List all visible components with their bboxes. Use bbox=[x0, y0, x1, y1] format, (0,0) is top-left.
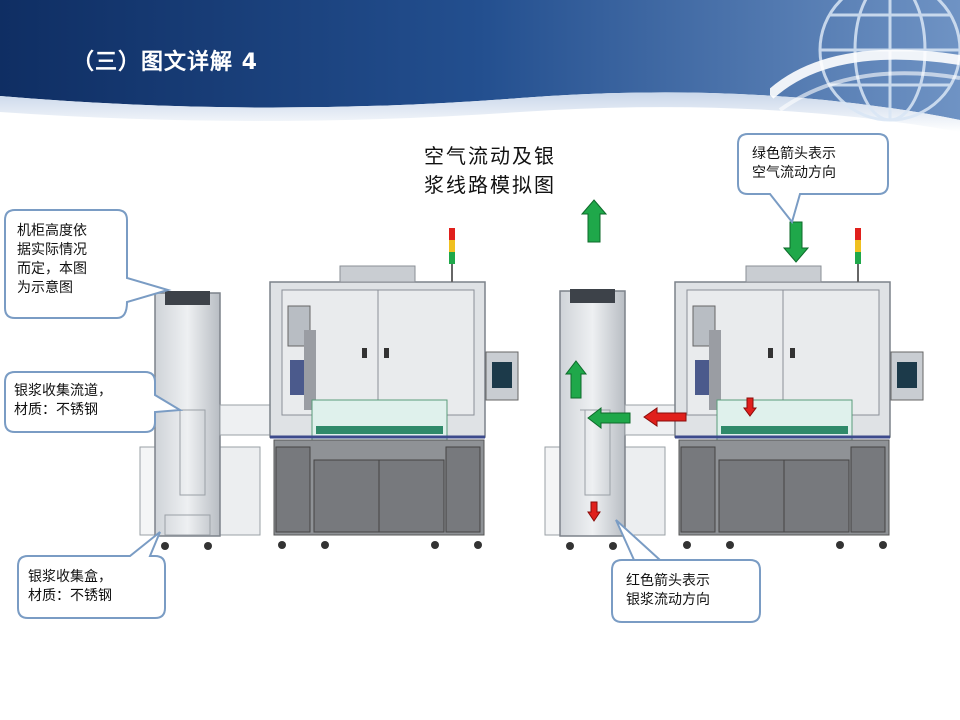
left-machine-group bbox=[139, 228, 519, 550]
callout-collection-channel: 银浆收集流道， 材质：不锈钢 bbox=[14, 383, 112, 418]
globe-icon bbox=[770, 0, 960, 122]
callout-bubble bbox=[4, 209, 172, 319]
collection-column bbox=[154, 292, 221, 537]
diagram-title-line: 浆线路模拟图 bbox=[424, 173, 556, 197]
callout-bubble bbox=[611, 519, 761, 623]
air-flow-arrow-up bbox=[564, 360, 588, 399]
diagram-title-line: 空气流动及银 bbox=[424, 144, 556, 168]
fan-unit bbox=[165, 291, 210, 305]
collection-box bbox=[164, 514, 211, 536]
paste-flow-arrow-down bbox=[587, 501, 601, 522]
fan-unit bbox=[570, 289, 615, 303]
callout-collection-box: 银浆收集盒， 材质：不锈钢 bbox=[28, 569, 112, 604]
callout-bubble bbox=[737, 133, 889, 225]
diagram-title: 空气流动及银 浆线路模拟图 bbox=[424, 142, 574, 200]
paste-flow-arrow-down bbox=[743, 397, 757, 417]
callout-bubble bbox=[17, 531, 166, 619]
slide-title: （三）图文详解 4 bbox=[72, 50, 258, 75]
air-flow-arrow-up bbox=[580, 199, 608, 243]
right-machine-group bbox=[544, 228, 924, 550]
air-flow-arrow-down bbox=[782, 221, 810, 263]
callout-green-arrow-legend: 绿色箭头表示 空气流动方向 bbox=[752, 146, 836, 181]
air-flow-arrow-left bbox=[587, 406, 631, 430]
callout-cabinet-height: 机柜高度依 据实际情况 而定，本图 为示意图 bbox=[17, 223, 87, 296]
callout-red-arrow-legend: 红色箭头表示 银浆流动方向 bbox=[626, 573, 710, 608]
paste-flow-arrow-left bbox=[643, 407, 687, 427]
header-banner bbox=[0, 0, 960, 132]
callout-bubble bbox=[4, 371, 184, 433]
